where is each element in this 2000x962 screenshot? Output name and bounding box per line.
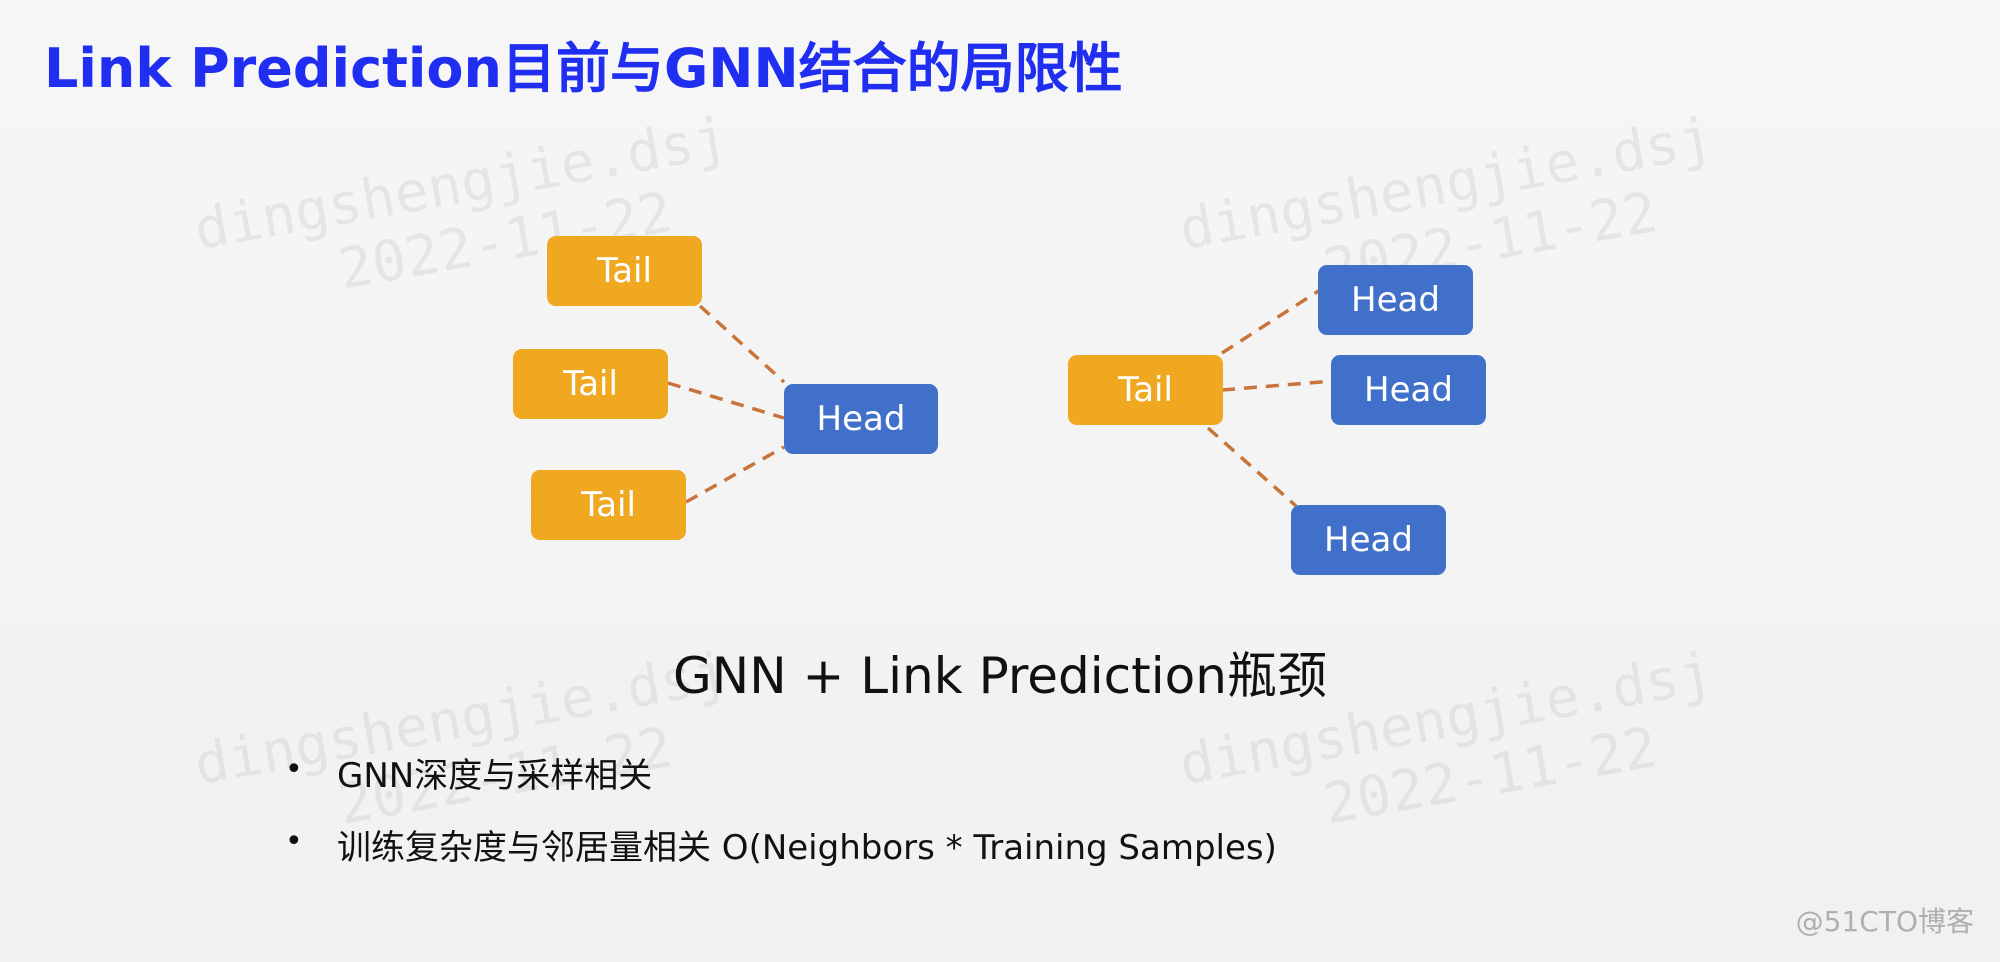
slide-title: Link Prediction目前与GNN结合的局限性	[44, 37, 1123, 100]
edge-right-1	[1221, 288, 1321, 355]
node-label: Head	[1364, 370, 1453, 410]
node-label: Head	[1351, 280, 1440, 320]
bullet-dot-icon: •	[285, 824, 303, 859]
left-head-node: Head	[784, 384, 938, 454]
right-head-node-1: Head	[1318, 265, 1473, 335]
node-label: Tail	[581, 485, 636, 525]
edge-left-3	[685, 445, 785, 504]
node-label: Tail	[1118, 370, 1173, 410]
right-head-node-2: Head	[1331, 355, 1486, 425]
source-credit: @51CTO博客	[1795, 905, 1974, 938]
left-tail-node-1: Tail	[547, 236, 702, 306]
bullet-text: 训练复杂度与邻居量相关 O(Neighbors * Training Sampl…	[337, 828, 1277, 868]
right-tail-node: Tail	[1068, 355, 1223, 425]
left-tail-node-2: Tail	[513, 349, 668, 419]
edge-left-2	[667, 381, 785, 420]
right-head-node-3: Head	[1291, 505, 1446, 575]
edge-right-2	[1221, 379, 1334, 392]
left-tail-node-3: Tail	[531, 470, 686, 540]
bullet-dot-icon: •	[285, 752, 303, 787]
node-label: Head	[816, 399, 906, 439]
edge-right-3	[1206, 426, 1298, 508]
bullet-text: GNN深度与采样相关	[337, 756, 653, 796]
node-label: Tail	[597, 251, 652, 291]
node-label: Head	[1324, 520, 1413, 560]
edge-left-1	[698, 304, 786, 384]
node-label: Tail	[563, 364, 618, 404]
slide-subtitle: GNN + Link Prediction瓶颈	[673, 647, 1327, 705]
